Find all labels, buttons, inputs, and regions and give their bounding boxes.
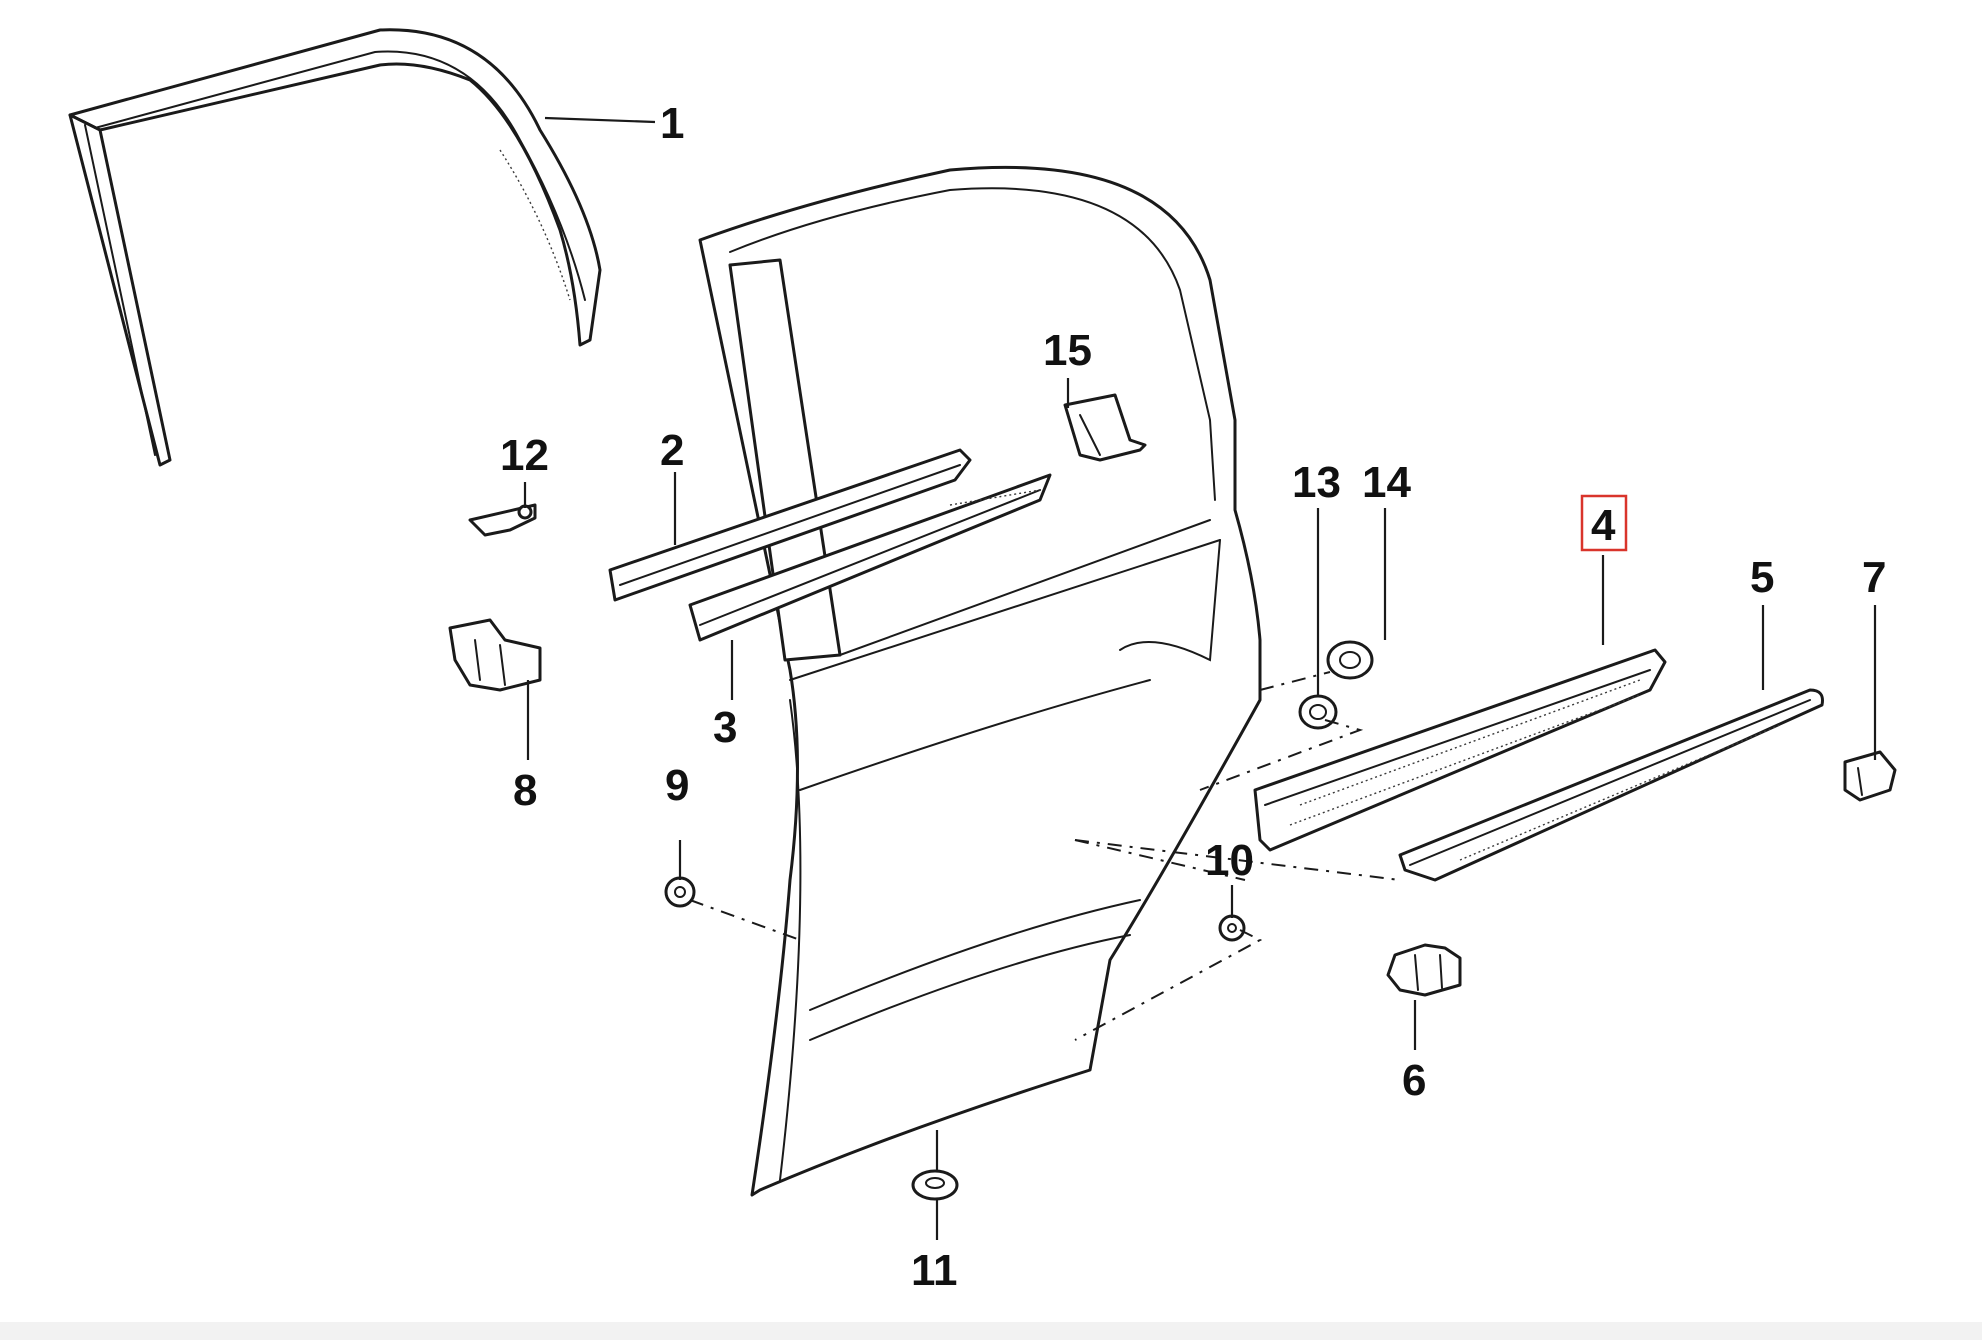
callout-14[interactable]: 14	[1362, 458, 1411, 507]
callout-3[interactable]: 3	[713, 703, 737, 752]
callout-1[interactable]: 1	[660, 99, 684, 148]
highlight-box-callout-4	[1580, 494, 1628, 552]
callout-10[interactable]: 10	[1205, 836, 1254, 885]
callout-13[interactable]: 13	[1292, 458, 1341, 507]
callout-5[interactable]: 5	[1750, 553, 1774, 602]
callout-4[interactable]: 4	[1591, 501, 1616, 550]
part-2-belt-molding	[608, 448, 972, 602]
part-9-fastener	[664, 876, 696, 908]
callout-8[interactable]: 8	[513, 766, 537, 815]
part-8-clip	[448, 618, 542, 692]
callout-6[interactable]: 6	[1402, 1056, 1426, 1105]
part-1-window-seal	[68, 28, 602, 467]
callout-15[interactable]: 15	[1043, 326, 1092, 375]
callout-11[interactable]: 11	[911, 1246, 958, 1295]
callout-12[interactable]: 12	[500, 431, 549, 480]
assembly-lines	[689, 671, 1401, 1041]
part-7-clip	[1843, 750, 1897, 802]
part-6-clip	[1386, 943, 1462, 997]
part-3-inner-belt-strip	[688, 473, 1052, 642]
part-10-fastener	[1218, 914, 1246, 942]
part-11-fastener	[911, 1169, 959, 1201]
part-15-clip	[1063, 393, 1147, 462]
callout-7[interactable]: 7	[1862, 553, 1886, 602]
bottom-bar	[0, 1322, 1982, 1340]
part-14-grommet	[1326, 640, 1374, 680]
leader-lines	[523, 116, 1877, 1240]
part-5-molding-strip	[1398, 688, 1824, 882]
door-shell	[698, 165, 1262, 1197]
part-13-grommet	[1298, 694, 1338, 730]
part-4-door-molding	[1253, 648, 1667, 852]
callout-labels: 1 2 3 4 5 6 7 8 9 10 11 12 13 14 15	[500, 99, 1886, 1295]
callout-9[interactable]: 9	[665, 761, 689, 810]
part-12-bracket	[468, 503, 537, 537]
callout-2[interactable]: 2	[660, 426, 684, 475]
